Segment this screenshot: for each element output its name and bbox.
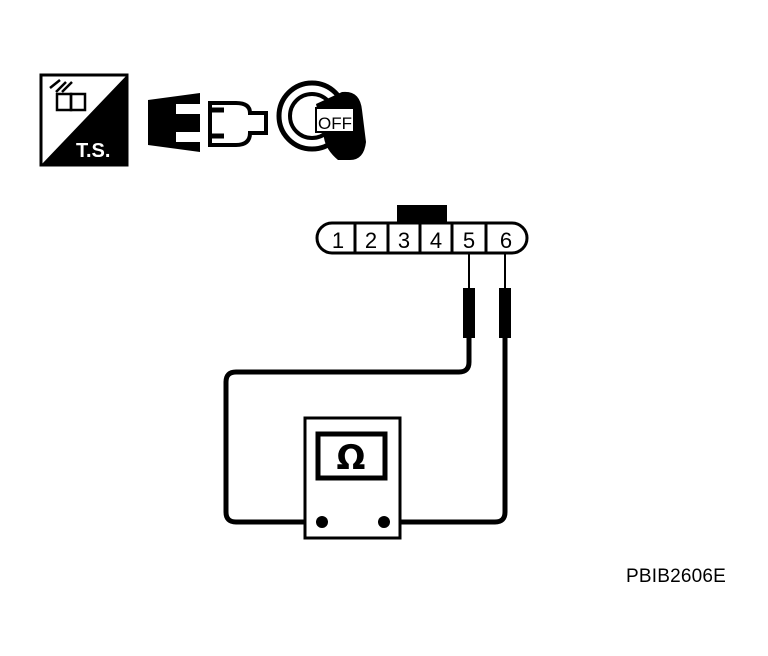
connector-pin-5: 5 [463,228,475,253]
disconnect-connector-icon [148,93,268,152]
terminal-service-tool-icon: T.S. [39,73,129,167]
connector-pin-2: 2 [365,228,377,253]
probe-lead-pin-6 [384,253,511,525]
connector-pin-1: 1 [332,228,344,253]
connector-pin-4: 4 [430,228,442,253]
tool-badge-label: T.S. [76,140,110,162]
probe-lead-pin-5 [223,253,475,525]
figure-code: PBIB2606E [626,566,727,587]
connector-pin-6: 6 [500,228,512,253]
ohmmeter-icon: Ω [303,416,402,540]
ignition-off-label: OFF [318,114,352,133]
connector-housing: 1 2 3 4 5 6 [315,205,529,255]
ignition-key-icon: OFF [276,80,366,160]
connector-pin-3: 3 [398,228,410,253]
ohm-symbol: Ω [337,438,366,478]
